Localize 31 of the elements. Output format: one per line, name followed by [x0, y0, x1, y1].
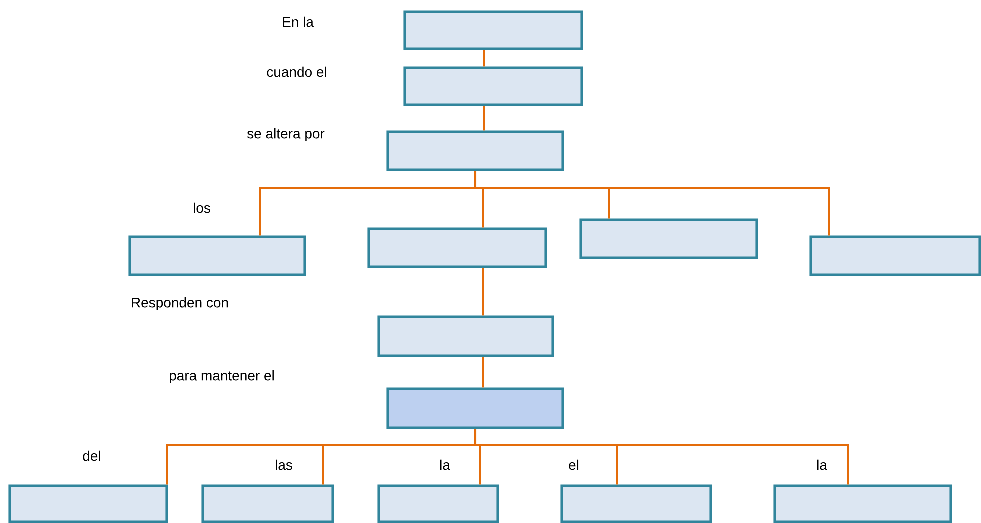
- label-text: la: [818, 460, 828, 470]
- empty-box: [202, 484, 334, 523]
- empty-box: [378, 484, 500, 523]
- empty-box: [386, 388, 564, 430]
- empty-box: [368, 228, 548, 268]
- label-text: se altera por: [248, 128, 325, 142]
- empty-box: [378, 316, 554, 358]
- connector-line: [474, 171, 830, 236]
- empty-box: [560, 484, 712, 523]
- connector-line: [482, 268, 484, 316]
- empty-box: [386, 130, 564, 172]
- empty-box: [404, 10, 584, 50]
- label-text: En la: [283, 16, 314, 28]
- empty-box: [404, 66, 584, 106]
- label-text: cuando el: [267, 66, 326, 78]
- label-text: la: [440, 460, 450, 470]
- label-text: Responden con: [132, 297, 228, 311]
- connector-line: [483, 50, 485, 67]
- label-text: del: [83, 450, 100, 462]
- label-text: el: [569, 460, 579, 470]
- empty-box: [810, 236, 981, 276]
- empty-box: [774, 484, 952, 523]
- connector-line: [482, 357, 484, 388]
- empty-box: [128, 236, 306, 276]
- connector-line: [474, 429, 849, 485]
- connector-line: [483, 106, 485, 131]
- label-text: las: [276, 460, 292, 470]
- label-text: los: [194, 202, 210, 214]
- empty-box: [8, 484, 168, 523]
- empty-box: [580, 218, 758, 260]
- label-text: para mantener el: [170, 370, 274, 384]
